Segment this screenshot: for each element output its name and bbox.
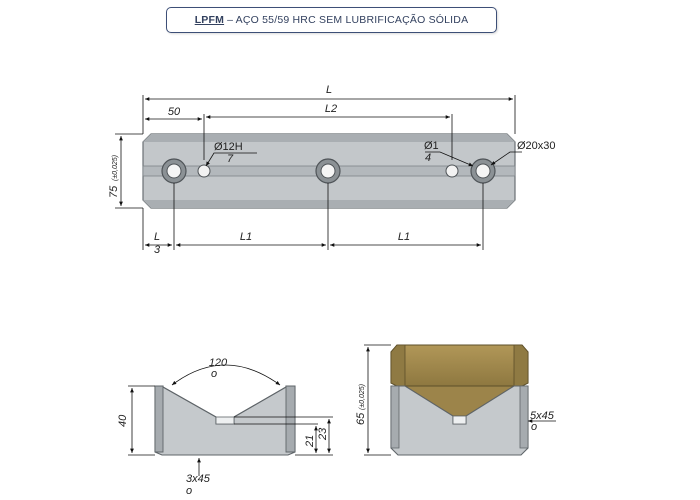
v-cap-chamfer-label: 5x45: [530, 410, 555, 422]
v-cap-dim-65: [364, 344, 391, 456]
v-angle-unit: o: [211, 368, 217, 380]
plate-chamfer: [143, 134, 515, 142]
dim-L1-left: L1: [240, 231, 252, 243]
dim-L2-label: L2: [325, 103, 337, 115]
callout-small-hole-left-a: Ø12H: [214, 141, 243, 153]
callout-small-hole-right-a: Ø1: [424, 140, 439, 152]
v-angle-arc: [171, 364, 281, 386]
dim-75: [115, 133, 143, 209]
callout-large-hole: [490, 151, 522, 166]
title-box: LPFM – AÇO 55/59 HRC SEM LUBRIFICAÇÃO SÓ…: [166, 7, 497, 33]
callout-large-hole-label: Ø20x30: [517, 140, 556, 152]
dim-50-label: 50: [168, 106, 181, 118]
title-code: LPFM: [194, 14, 225, 26]
v-chamfer-unit: o: [186, 485, 192, 497]
large-hole-left: [161, 158, 187, 184]
dim-50: [145, 114, 205, 160]
v-dim-21: 21: [304, 435, 316, 448]
v-cap-dim-65-tol: (±0,025): [359, 384, 366, 410]
v-dim-40-label: 40: [117, 414, 129, 427]
v-cap-chamfer-unit: o: [531, 421, 537, 433]
dim-L2: [206, 114, 453, 160]
dim-L1-right: L1: [398, 231, 410, 243]
small-hole-right: [445, 164, 459, 178]
dim-75-tol: (±0,025): [112, 155, 119, 181]
dim-75-label: 75: [108, 185, 120, 198]
v-chamfer-label: 3x45: [186, 473, 211, 485]
dim-L3-b: 3: [154, 244, 161, 256]
dim-L: [142, 95, 516, 134]
v-dim-23: 23: [317, 427, 329, 441]
v-angle-label: 120: [209, 357, 228, 369]
callout-small-hole-right-b: 4: [425, 152, 431, 164]
callout-small-hole-right: [425, 151, 474, 167]
bronze-cap: [390, 344, 529, 387]
dim-L3-a: L: [154, 231, 160, 243]
v-block-view: 120 o 40 21 23 3x45 o: [117, 357, 333, 497]
dim-bottom: [142, 183, 484, 250]
large-hole-right: [470, 158, 496, 184]
dim-L-label: L: [326, 84, 332, 96]
v-cap-view: 65 (±0,025) 5x45 o: [355, 344, 556, 456]
title-text: – AÇO 55/59 HRC SEM LUBRIFICAÇÃO SÓLIDA: [227, 14, 469, 26]
callout-small-hole-left-b: 7: [227, 153, 234, 165]
callout-small-hole-left: [205, 152, 257, 167]
v-dim-21-23: [234, 416, 333, 456]
v-cap-dim-65-label: 65: [355, 412, 367, 425]
top-view: L 50 L2 75 (±0,025) Ø12H 7 Ø1: [108, 84, 556, 256]
v-dim-40: [128, 385, 155, 456]
large-hole-center: [315, 158, 341, 184]
small-hole-left: [197, 164, 211, 178]
